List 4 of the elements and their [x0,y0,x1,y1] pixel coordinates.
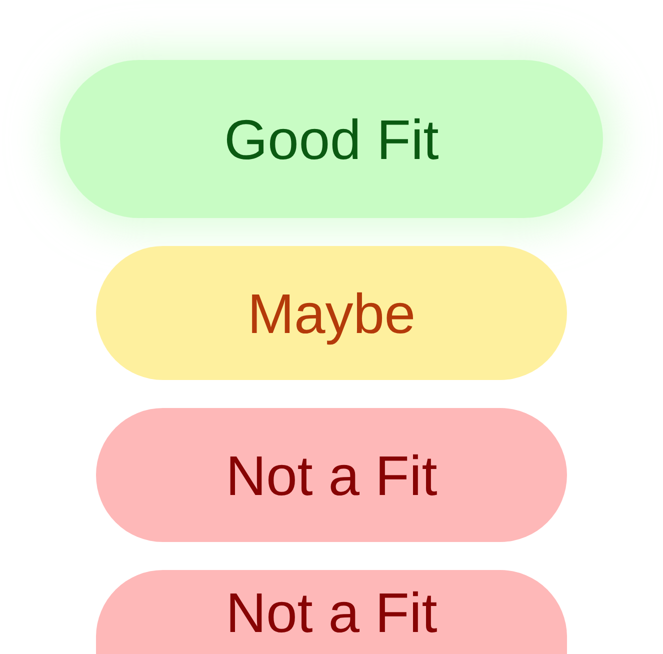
rating-pill: Not a Fit [96,570,567,654]
rating-pill: Good Fit [60,60,603,218]
rating-pill: Maybe [96,246,567,380]
rating-pill: Not a Fit [96,408,567,542]
